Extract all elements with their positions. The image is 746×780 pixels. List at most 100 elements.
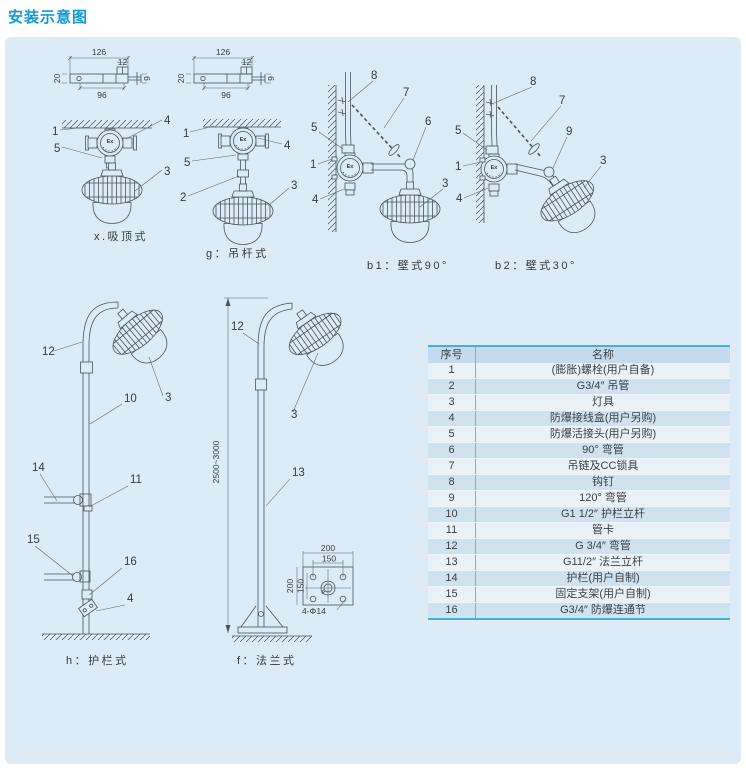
callout-leader-lines bbox=[34, 341, 164, 612]
ceiling-hatch bbox=[62, 120, 152, 128]
elbow-ring bbox=[404, 158, 416, 170]
callout-number: 5 bbox=[184, 157, 190, 169]
diagram-ceiling-mount: Ex 1 4 5 3 x.吸顶式 bbox=[52, 115, 171, 243]
pipe-union bbox=[80, 361, 93, 374]
diagram-caption: f：法兰式 bbox=[237, 653, 297, 667]
table-row: 1(膨胀)螺栓(用户自备) bbox=[428, 363, 730, 379]
cc-lock bbox=[388, 144, 400, 156]
callout-leader-lines bbox=[317, 80, 444, 208]
callout-number: 9 bbox=[566, 126, 572, 138]
flange-base-plate bbox=[237, 626, 288, 634]
union-fitting bbox=[81, 589, 93, 600]
callout-number: 11 bbox=[130, 474, 142, 486]
callout-number: 6 bbox=[425, 116, 431, 128]
bracket-detail-1 bbox=[51, 46, 153, 101]
diagram-caption: h：护栏式 bbox=[66, 653, 129, 667]
diagram-rod-mount: Ex 1 4 5 2 3 g：吊杆式 bbox=[180, 119, 297, 260]
callout-number: 5 bbox=[455, 125, 461, 137]
flange-dim-left-inner: 150 bbox=[296, 579, 306, 593]
wall-hatch bbox=[476, 85, 484, 223]
ceiling-hatch bbox=[203, 119, 281, 127]
callout-number: 3 bbox=[291, 409, 297, 421]
diagram-caption: b1：壁式90° bbox=[367, 258, 449, 272]
callout-number: 10 bbox=[124, 393, 137, 405]
header-cell-name: 名称 bbox=[475, 346, 730, 363]
pole-height-dim: 2500~3000 bbox=[211, 440, 221, 483]
jbox-ex-label: Ex bbox=[240, 137, 248, 143]
callout-number: 1 bbox=[310, 159, 316, 171]
diagram-guardrail-mount: 12 10 3 14 11 15 16 4 h：护栏式 bbox=[27, 291, 183, 667]
pipe-union bbox=[255, 378, 267, 391]
flange-dim-left-outer: 200 bbox=[285, 579, 295, 593]
callout-number: 13 bbox=[292, 467, 305, 479]
callout-number: 1 bbox=[183, 128, 189, 140]
cc-lock bbox=[528, 143, 540, 155]
elbow-ring bbox=[543, 166, 555, 178]
callout-number: 7 bbox=[403, 87, 409, 99]
callout-number: 5 bbox=[311, 122, 317, 134]
jbox-ex-label: Ex bbox=[491, 165, 499, 171]
callout-number: 14 bbox=[32, 462, 45, 474]
callout-number: 4 bbox=[312, 194, 319, 206]
callout-leader-lines bbox=[242, 332, 319, 507]
callout-number: 3 bbox=[291, 180, 297, 192]
hook-nails bbox=[485, 98, 495, 119]
callout-number: 2 bbox=[180, 192, 186, 204]
flange-dim-top-inner: 150 bbox=[322, 554, 336, 564]
fixing-bracket bbox=[79, 570, 91, 583]
callout-number: 5 bbox=[54, 143, 60, 155]
callout-number: 1 bbox=[455, 161, 461, 173]
callout-number: 4 bbox=[456, 193, 463, 205]
junction-box-small bbox=[78, 598, 98, 618]
diagram-wall-90: Ex 8 7 5 6 1 3 4 b1：壁式90° bbox=[310, 70, 449, 272]
bracket-detail-2 bbox=[175, 46, 277, 101]
callout-number: 3 bbox=[600, 155, 606, 167]
callout-number: 4 bbox=[164, 115, 171, 127]
diagram-wall-30: Ex 8 7 5 9 1 3 4 b2：壁式30° bbox=[455, 76, 612, 272]
callout-number: 3 bbox=[442, 178, 448, 190]
jbox-ex-label: Ex bbox=[107, 139, 115, 145]
wall-bolt bbox=[331, 156, 338, 162]
ground-hatch bbox=[232, 636, 312, 642]
hook-nails bbox=[337, 96, 347, 117]
callout-number: 16 bbox=[124, 556, 137, 568]
callout-leader-lines bbox=[462, 86, 602, 199]
callout-number: 1 bbox=[52, 126, 58, 138]
callout-number: 4 bbox=[127, 593, 134, 605]
diagram-caption: x.吸顶式 bbox=[94, 230, 148, 243]
parts-table-header: 序号 名称 bbox=[428, 346, 730, 363]
callout-number: 3 bbox=[165, 392, 171, 404]
wall-bolt bbox=[331, 174, 338, 180]
flange-dim-top-outer: 200 bbox=[321, 543, 335, 553]
jbox-ex-label: Ex bbox=[347, 164, 355, 170]
callout-number: 7 bbox=[559, 95, 565, 107]
flange-bolt-note: 4-Φ14 bbox=[302, 606, 326, 616]
callout-leader-lines bbox=[59, 119, 163, 192]
diagram-flange-mount: 2500~3000 12 3 13 f：法兰式 200 150 200 150 … bbox=[211, 294, 360, 667]
callout-number: 3 bbox=[164, 166, 170, 178]
callout-number: 12 bbox=[231, 321, 244, 333]
callout-number: 15 bbox=[27, 534, 40, 546]
diagram-caption: g：吊杆式 bbox=[206, 246, 269, 260]
flange-base-detail: 200 150 200 150 4-Φ14 bbox=[285, 543, 354, 616]
wall-bolt bbox=[479, 157, 486, 163]
callout-number: 8 bbox=[371, 70, 377, 82]
page-title: 安装示意图 bbox=[8, 9, 89, 26]
